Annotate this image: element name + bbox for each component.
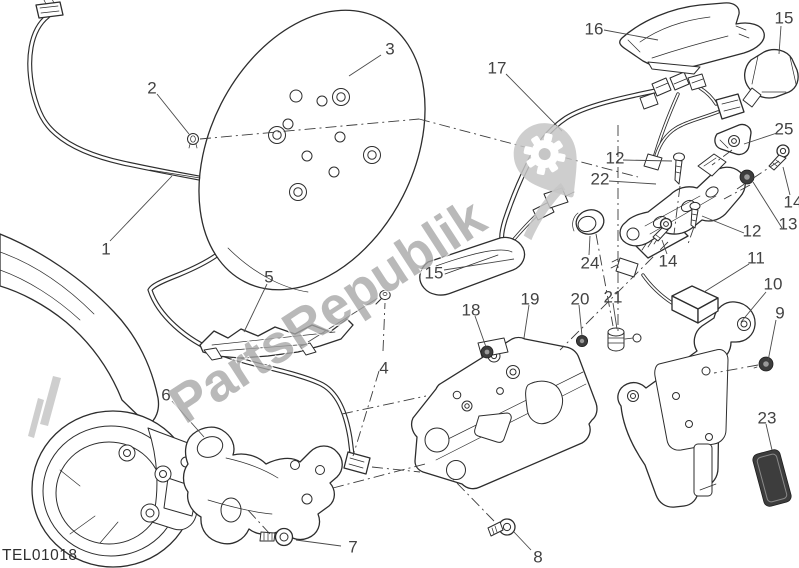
- part-plate-3: [198, 9, 426, 293]
- part-screw-12b: [689, 201, 701, 229]
- part-holder-19: [410, 336, 598, 490]
- part-bolt-14b: [652, 217, 673, 242]
- callout-8: 8: [533, 548, 542, 567]
- part-signal-15-right: [643, 48, 799, 171]
- callout-22: 22: [591, 170, 610, 189]
- part-bolt-7: [259, 527, 294, 547]
- part-damper-21: [607, 327, 642, 352]
- part-bracket-6: [182, 426, 343, 545]
- callout-16: 16: [585, 20, 604, 39]
- callout-12: 12: [606, 149, 625, 168]
- callout-15: 15: [425, 264, 444, 283]
- callout-1: 1: [101, 240, 110, 259]
- callout-23: 23: [758, 409, 777, 428]
- gear-icon: [523, 133, 566, 176]
- callout-25: 25: [775, 120, 794, 139]
- callout-10: 10: [764, 275, 783, 294]
- callout-7: 7: [348, 538, 357, 557]
- watermark-fragment: [40, 376, 61, 426]
- part-cap-24: [572, 209, 605, 235]
- callout-9: 9: [775, 304, 784, 323]
- part-assembly-22: [619, 153, 746, 259]
- callout-19: 19: [521, 290, 540, 309]
- swingarm-wheel-art: [0, 169, 209, 568]
- callout-6: 6: [161, 386, 170, 405]
- callout-13: 13: [779, 215, 798, 234]
- part-nut-13: [739, 169, 755, 185]
- part-bracket-10: [617, 301, 756, 508]
- callout-5: 5: [264, 268, 273, 287]
- part-bracket-5: [199, 318, 354, 361]
- callout-14: 14: [659, 252, 678, 271]
- callout-4: 4: [379, 359, 388, 378]
- cable-connector-top: [35, 0, 64, 19]
- plate-grommets: [268, 88, 381, 201]
- part-nut-18: [480, 345, 494, 359]
- leader-lines: [109, 25, 791, 551]
- part-screw-12a: [673, 152, 685, 185]
- part-bracket-25: [714, 123, 752, 156]
- part-nut-20: [576, 334, 589, 347]
- callout-17: 17: [488, 59, 507, 78]
- callout-14: 14: [784, 193, 799, 212]
- part-fastener-9: [753, 356, 774, 372]
- callout-24: 24: [581, 254, 600, 273]
- part-screw-4: [375, 289, 391, 305]
- callout-11: 11: [747, 249, 765, 268]
- part-box-11: [610, 257, 719, 324]
- diagram-code: TEL01018: [2, 547, 78, 564]
- cable-connector-bottom: [343, 451, 371, 475]
- callout-15: 15: [775, 9, 794, 28]
- callout-21: 21: [604, 288, 623, 307]
- part-rivet-2: [187, 133, 199, 149]
- plate-holes: [282, 89, 346, 178]
- watermark-fragment: [28, 398, 44, 438]
- callout-3: 3: [385, 40, 394, 59]
- callout-18: 18: [462, 301, 481, 320]
- callout-2: 2: [147, 79, 156, 98]
- callout-20: 20: [571, 290, 590, 309]
- part-cover-16: [619, 2, 765, 75]
- part-bolt-8: [487, 518, 516, 537]
- construction-lines: [199, 118, 780, 535]
- callout-12: 12: [743, 222, 762, 241]
- part-bolt-14a: [768, 144, 790, 171]
- part-sticker-23: [752, 449, 792, 507]
- gear-pin-icon: [513, 123, 577, 241]
